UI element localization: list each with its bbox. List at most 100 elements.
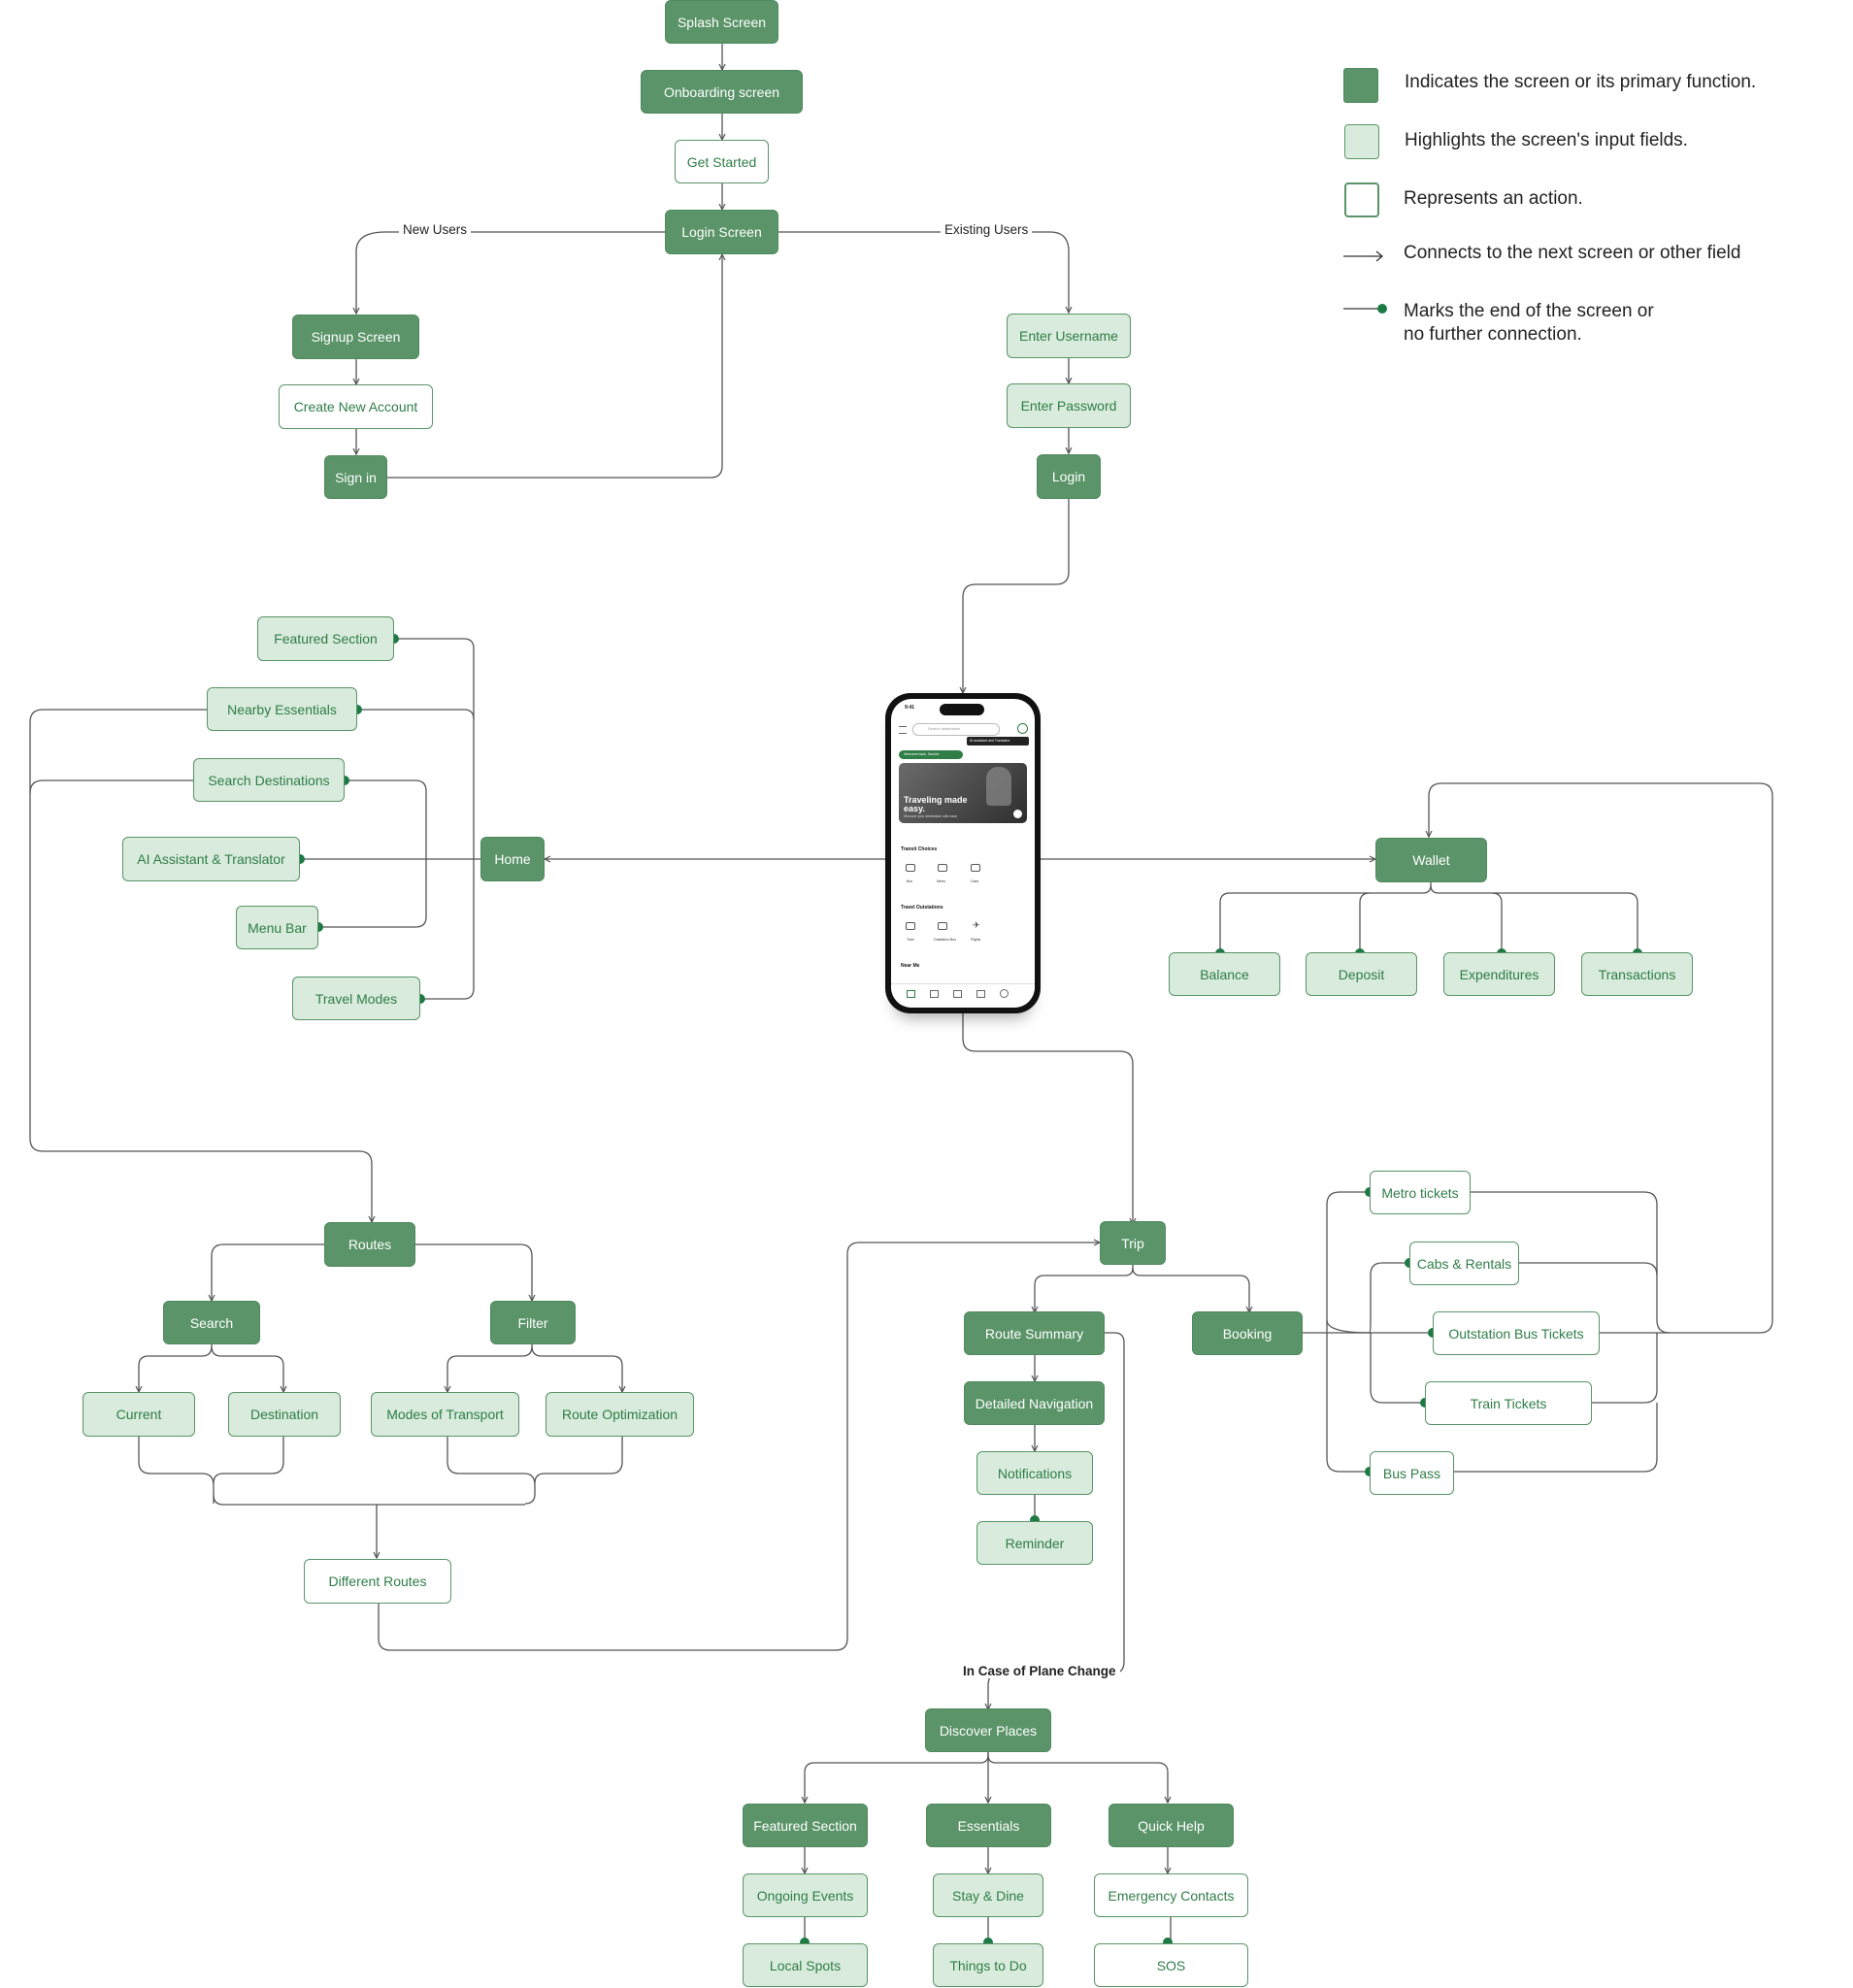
essentials-node[interactable]: Essentials — [926, 1804, 1051, 1847]
phone-near-me-title: Near Me — [901, 963, 920, 969]
edge-metro-wallet — [1470, 1191, 1671, 1334]
wallet-node[interactable]: Wallet — [1375, 838, 1487, 882]
phone-mockup[interactable]: 9:41 Search destination AI assistant and… — [885, 693, 1041, 1013]
reminder-node[interactable]: Reminder — [976, 1521, 1093, 1565]
legend-input-swatch — [1344, 124, 1379, 159]
ongoing-events-node[interactable]: Ongoing Events — [743, 1873, 868, 1917]
edge-current-merge — [138, 1437, 215, 1504]
cabs-rentals-node[interactable]: Cabs & Rentals — [1409, 1242, 1519, 1285]
balance-node[interactable]: Balance — [1169, 952, 1280, 996]
deposit-node[interactable]: Deposit — [1306, 952, 1417, 996]
travel-modes-node[interactable]: Travel Modes — [292, 977, 420, 1020]
notifications-node[interactable]: Notifications — [976, 1451, 1093, 1495]
destination-node[interactable]: Destination — [228, 1392, 341, 1437]
dp-featured-section-node[interactable]: Featured Section — [743, 1804, 868, 1847]
phone-dynamic-island — [940, 704, 984, 715]
phone-transit-cabs: Cabs — [971, 879, 979, 883]
enter-username-node[interactable]: Enter Username — [1007, 314, 1131, 358]
get-started-node[interactable]: Get Started — [675, 140, 769, 183]
emergency-contacts-node[interactable]: Emergency Contacts — [1094, 1873, 1248, 1917]
edge-signin-login — [387, 254, 722, 479]
edge-dp-quickhelp — [987, 1754, 1168, 1803]
edge-book-bus — [1326, 1320, 1370, 1473]
nearby-essentials-node[interactable]: Nearby Essentials — [207, 687, 357, 731]
route-optimization-node[interactable]: Route Optimization — [546, 1392, 694, 1437]
phone-banner-sub: Discover your destination with ease — [904, 814, 958, 818]
flight-icon[interactable]: ✈ — [973, 920, 980, 930]
home-tab-icon[interactable] — [907, 990, 915, 998]
edge-searchdest-routes — [29, 779, 194, 794]
different-routes-node[interactable]: Different Routes — [304, 1559, 451, 1604]
edge-wallet-trans — [1492, 892, 1638, 953]
home-node[interactable]: Home — [480, 837, 545, 881]
edge-nearby — [357, 709, 475, 720]
routes-tab-icon[interactable] — [930, 990, 939, 998]
things-to-do-node[interactable]: Things to Do — [933, 1943, 1043, 1987]
local-spots-node[interactable]: Local Spots — [743, 1943, 868, 1987]
edge-wallet-exp — [1430, 884, 1503, 953]
edge-featured — [394, 638, 475, 1000]
phone-menu-icon — [899, 726, 907, 734]
sign-in-node[interactable]: Sign in — [324, 455, 387, 499]
menu-bar-node[interactable]: Menu Bar — [236, 906, 318, 949]
booking-node[interactable]: Booking — [1192, 1311, 1303, 1355]
signup-screen-node[interactable]: Signup Screen — [292, 315, 419, 359]
ai-assistant-translator-node[interactable]: AI Assistant & Translator — [122, 837, 300, 881]
legend-action-text: Represents an action. — [1404, 188, 1583, 209]
train-icon[interactable] — [906, 922, 915, 930]
phone-search-input[interactable] — [912, 723, 1000, 736]
bus-pass-node[interactable]: Bus Pass — [1370, 1451, 1454, 1495]
wallet-tab-icon[interactable] — [976, 990, 985, 998]
routes-node[interactable]: Routes — [324, 1222, 415, 1267]
edge-search-dest2 — [211, 1345, 283, 1392]
metro-tickets-node[interactable]: Metro tickets — [1370, 1171, 1471, 1214]
edge-search-dest — [318, 779, 427, 928]
outstation-bus-icon[interactable] — [938, 922, 947, 930]
search-destinations-node[interactable]: Search Destinations — [193, 758, 345, 802]
enter-password-node[interactable]: Enter Password — [1007, 383, 1131, 428]
edge-login-phone — [963, 499, 1070, 693]
quick-help-node[interactable]: Quick Help — [1108, 1804, 1234, 1847]
legend-primary-swatch — [1343, 68, 1378, 103]
route-summary-node[interactable]: Route Summary — [964, 1311, 1105, 1355]
current-node[interactable]: Current — [83, 1392, 195, 1437]
phone-ai-icon[interactable] — [1017, 723, 1028, 734]
edge-label-new-users: New Users — [399, 222, 472, 237]
train-tickets-node[interactable]: Train Tickets — [1425, 1381, 1592, 1425]
onboarding-screen-node[interactable]: Onboarding screen — [641, 70, 803, 114]
edge-login-existing — [778, 231, 1069, 313]
login-node[interactable]: Login — [1037, 454, 1101, 499]
transactions-node[interactable]: Transactions — [1581, 952, 1693, 996]
phone-transit-title: Transit Choices — [901, 846, 938, 852]
outstation-bus-tickets-node[interactable]: Outstation Bus Tickets — [1433, 1311, 1600, 1355]
phone-banner-title: Traveling made easy. — [904, 795, 968, 813]
legend-arrow-icon — [1343, 250, 1384, 262]
trips-tab-icon[interactable] — [953, 990, 962, 998]
create-new-account-node[interactable]: Create New Account — [279, 384, 433, 429]
featured-section-node[interactable]: Featured Section — [257, 616, 394, 661]
edge-phone-trip — [962, 1013, 1133, 1224]
edge-dp-featured — [805, 1752, 989, 1803]
login-screen-node[interactable]: Login Screen — [665, 210, 778, 254]
phone-banner-arrow-icon[interactable] — [1013, 810, 1022, 818]
edge-nearby-routes — [29, 709, 372, 1222]
modes-of-transport-node[interactable]: Modes of Transport — [371, 1392, 519, 1437]
filter-node[interactable]: Filter — [490, 1301, 576, 1344]
profile-tab-icon[interactable] — [1000, 989, 1009, 998]
search-node[interactable]: Search — [163, 1301, 260, 1344]
legend-action-swatch — [1344, 182, 1379, 217]
discover-places-node[interactable]: Discover Places — [925, 1708, 1051, 1752]
trip-node[interactable]: Trip — [1100, 1221, 1166, 1265]
phone-tooltip — [967, 737, 1029, 746]
bus-icon[interactable] — [906, 864, 915, 872]
legend-arrow-text: Connects to the next screen or other fie… — [1404, 243, 1741, 263]
sos-node[interactable]: SOS — [1094, 1943, 1248, 1987]
splash-screen-node[interactable]: Splash Screen — [665, 0, 778, 44]
expenditures-node[interactable]: Expenditures — [1443, 952, 1555, 996]
detailed-navigation-node[interactable]: Detailed Navigation — [964, 1381, 1105, 1425]
cab-icon[interactable] — [971, 864, 980, 872]
stay-dine-node[interactable]: Stay & Dine — [933, 1873, 1043, 1917]
edge-book-cabs — [1369, 1262, 1409, 1334]
metro-icon[interactable] — [938, 864, 947, 872]
